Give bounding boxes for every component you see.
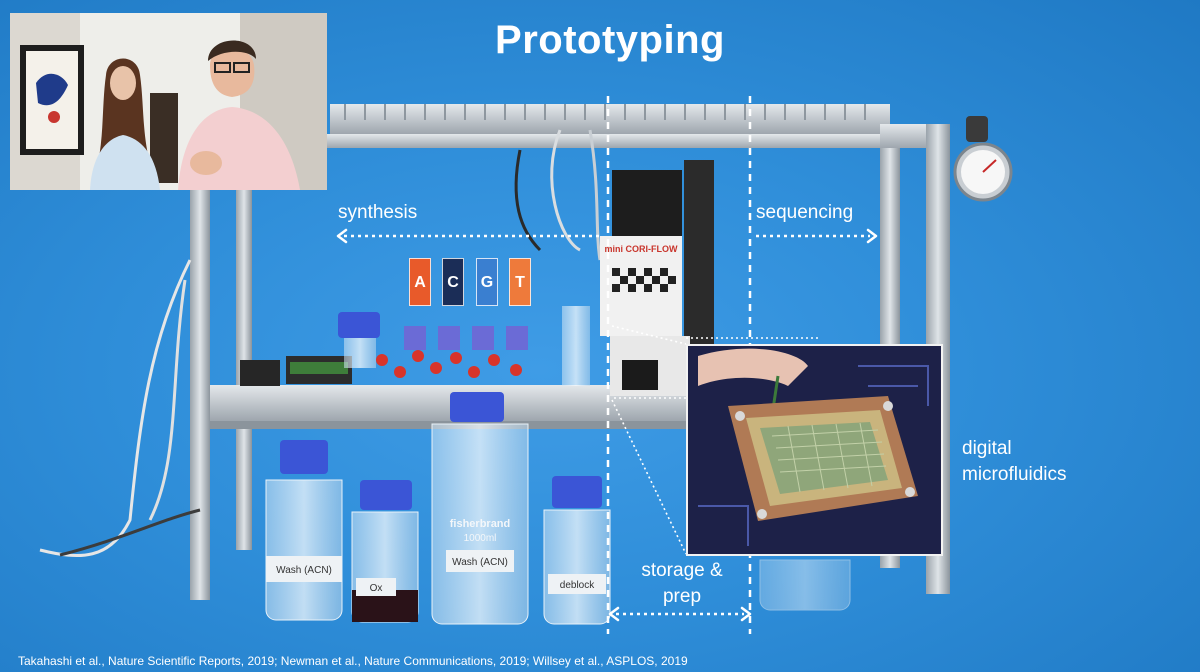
arrow-left-icon [336,228,348,244]
bottle-label-4: deblock [560,580,595,591]
sequencing-label: sequencing [756,202,854,223]
callout-lines [611,325,818,555]
digital-label-line1: digital [962,438,1012,459]
dna-base-t: T [509,258,531,306]
video-call-feed [10,13,327,190]
storage-label-line2: prep [662,586,702,607]
bottle-brand: fisherbrand [450,518,511,530]
bottle-label-3: Wash (ACN) [452,557,508,568]
presenters-video [10,13,327,190]
dna-base-c: C [442,258,464,306]
synthesis-label: synthesis [338,202,418,223]
arrow-right-icon [866,228,878,244]
bottle-label-1: Wash (ACN) [276,565,332,576]
arrow-right-icon [740,606,752,622]
reagent-bottles: Wash (ACN) Ox fisherbrand 1000ml Wash (A… [265,392,851,625]
cable-tray [300,104,950,148]
digital-label-line2: microfluidics [962,464,1067,485]
gauge-icon [953,116,1013,202]
cables [39,129,602,557]
microfluidic-chip-photo [686,344,943,556]
dna-base-g: G [476,258,498,306]
slide-title: Prototyping [495,18,725,62]
storage-label-line1: storage & [641,560,723,581]
digital-microfluidics-label: digital microfluidics [962,436,1102,488]
dna-base-a: A [409,258,431,306]
bottle-label-2: Ox [370,583,383,594]
bottle-volume: 1000ml [464,533,497,544]
controller-brand: mini CORI-FLOW [605,244,678,254]
arrow-left-icon [608,606,620,622]
mass-flow-controller: mini CORI-FLOW [600,160,714,396]
citation-footnote: Takahashi et al., Nature Scientific Repo… [18,654,688,668]
storage-prep-label: storage & prep [622,558,742,610]
chip-illustration [688,346,941,554]
valve-manifold [240,306,590,386]
